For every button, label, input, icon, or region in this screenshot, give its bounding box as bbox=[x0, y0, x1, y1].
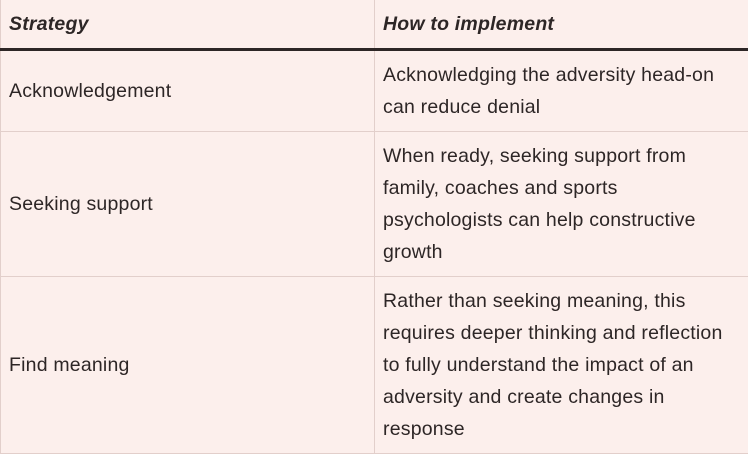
strategy-cell: Find meaning bbox=[1, 277, 375, 454]
implement-text: Acknowledging the adversity head-on can … bbox=[383, 59, 741, 123]
table-header: Strategy How to implement bbox=[1, 0, 748, 50]
strategy-text: Seeking support bbox=[9, 188, 366, 220]
table-row: Seeking support When ready, seeking supp… bbox=[1, 132, 748, 277]
table-row: Acknowledgement Acknowledging the advers… bbox=[1, 50, 748, 132]
column-header-strategy: Strategy bbox=[1, 0, 375, 50]
implement-text: When ready, seeking support from family,… bbox=[383, 140, 741, 268]
implement-cell: Acknowledging the adversity head-on can … bbox=[375, 50, 748, 132]
table-body: Acknowledgement Acknowledging the advers… bbox=[1, 50, 748, 454]
table-row: Find meaning Rather than seeking meaning… bbox=[1, 277, 748, 454]
strategy-text: Find meaning bbox=[9, 349, 366, 381]
implement-text: Rather than seeking meaning, this requir… bbox=[383, 285, 741, 445]
strategy-text: Acknowledgement bbox=[9, 75, 366, 107]
header-row: Strategy How to implement bbox=[1, 0, 748, 50]
column-header-how-to-implement: How to implement bbox=[375, 0, 748, 50]
strategy-cell: Acknowledgement bbox=[1, 50, 375, 132]
implement-cell: When ready, seeking support from family,… bbox=[375, 132, 748, 277]
strategy-cell: Seeking support bbox=[1, 132, 375, 277]
implement-cell: Rather than seeking meaning, this requir… bbox=[375, 277, 748, 454]
